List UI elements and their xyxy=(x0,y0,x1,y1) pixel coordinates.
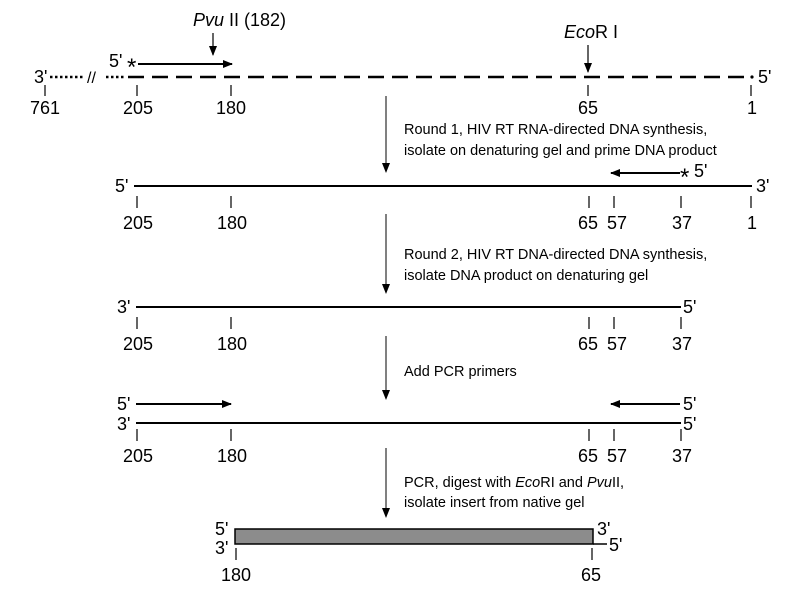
position-label: 65 xyxy=(581,565,601,585)
step-2-text-line2: isolate DNA product on denaturing gel xyxy=(404,268,648,284)
rna-end-dot xyxy=(750,75,754,79)
step-4-text-line2: isolate insert from native gel xyxy=(404,495,585,511)
position-label: 57 xyxy=(607,446,627,466)
insert-top-5prime-label: 5' xyxy=(215,519,228,539)
position-label: 180 xyxy=(221,565,251,585)
step-4-text-line1: PCR, digest with EcoRI and PvuII, xyxy=(404,475,624,491)
position-label: 761 xyxy=(30,98,60,118)
template-3prime-end-label: 3' xyxy=(117,414,130,434)
second-strand: 3' 5' 205 180 65 57 37 xyxy=(117,297,696,354)
second-strand-3prime-end-label: 3' xyxy=(117,297,130,317)
ecori-site-label: EcoR I xyxy=(564,22,618,42)
rna-5prime-end-label: 5' xyxy=(758,67,771,87)
position-label: 37 xyxy=(672,446,692,466)
pcr-template: 5' 5' 3' 5' 205 180 65 57 37 xyxy=(117,394,696,466)
step-2-text-line1: Round 2, HIV RT DNA-directed DNA synthes… xyxy=(404,247,707,263)
position-label: 180 xyxy=(217,334,247,354)
reverse-primer-asterisk: * xyxy=(680,164,689,191)
reverse-primer-5prime-label: 5' xyxy=(683,394,696,414)
reverse-primer-5prime-label: 5' xyxy=(694,161,707,181)
rna-break-mark: // xyxy=(87,70,96,87)
insert-bottom-3prime-label: 3' xyxy=(215,538,228,558)
second-strand-5prime-end-label: 5' xyxy=(683,297,696,317)
position-label: 180 xyxy=(217,213,247,233)
position-label: 180 xyxy=(217,446,247,466)
position-label: 37 xyxy=(672,334,692,354)
template-5prime-end-label: 5' xyxy=(683,414,696,434)
forward-primer-5prime-label: 5' xyxy=(117,394,130,414)
position-label: 205 xyxy=(123,213,153,233)
step-3-text-line1: Add PCR primers xyxy=(404,364,517,380)
rna-template-strand: 3' // 5' 5' * Pvu II (182) EcoR I 761 20… xyxy=(30,10,771,118)
cdna-5prime-end-label: 5' xyxy=(115,176,128,196)
primer-5prime-label: 5' xyxy=(109,51,122,71)
rna-3prime-end-label: 3' xyxy=(34,67,47,87)
position-label: 180 xyxy=(216,98,246,118)
step-1-text-line1: Round 1, HIV RT RNA-directed DNA synthes… xyxy=(404,122,707,138)
position-label: 65 xyxy=(578,334,598,354)
step-1-text-line2: isolate on denaturing gel and prime DNA … xyxy=(404,143,717,159)
position-label: 65 xyxy=(578,446,598,466)
position-label: 57 xyxy=(607,213,627,233)
insert-top-3prime-label: 3' xyxy=(597,519,610,539)
position-label: 57 xyxy=(607,334,627,354)
position-label: 65 xyxy=(578,98,598,118)
position-label: 205 xyxy=(123,446,153,466)
cdna-3prime-end-label: 3' xyxy=(756,176,769,196)
position-label: 37 xyxy=(672,213,692,233)
position-label: 65 xyxy=(578,213,598,233)
position-label: 205 xyxy=(123,98,153,118)
pvuii-site-label: Pvu II (182) xyxy=(193,10,286,30)
insert-bottom-5prime-label: 5' xyxy=(609,535,622,555)
primer-label-asterisk: * xyxy=(127,54,136,81)
position-label: 205 xyxy=(123,334,153,354)
position-label: 1 xyxy=(747,213,757,233)
position-label: 1 xyxy=(747,98,757,118)
cdna-strand: 5' 3' * 5' 205 180 65 57 37 1 xyxy=(115,161,769,233)
digested-insert: 5' 3' 3' 5' 180 65 xyxy=(215,519,622,585)
insert-duplex-box xyxy=(234,528,594,545)
